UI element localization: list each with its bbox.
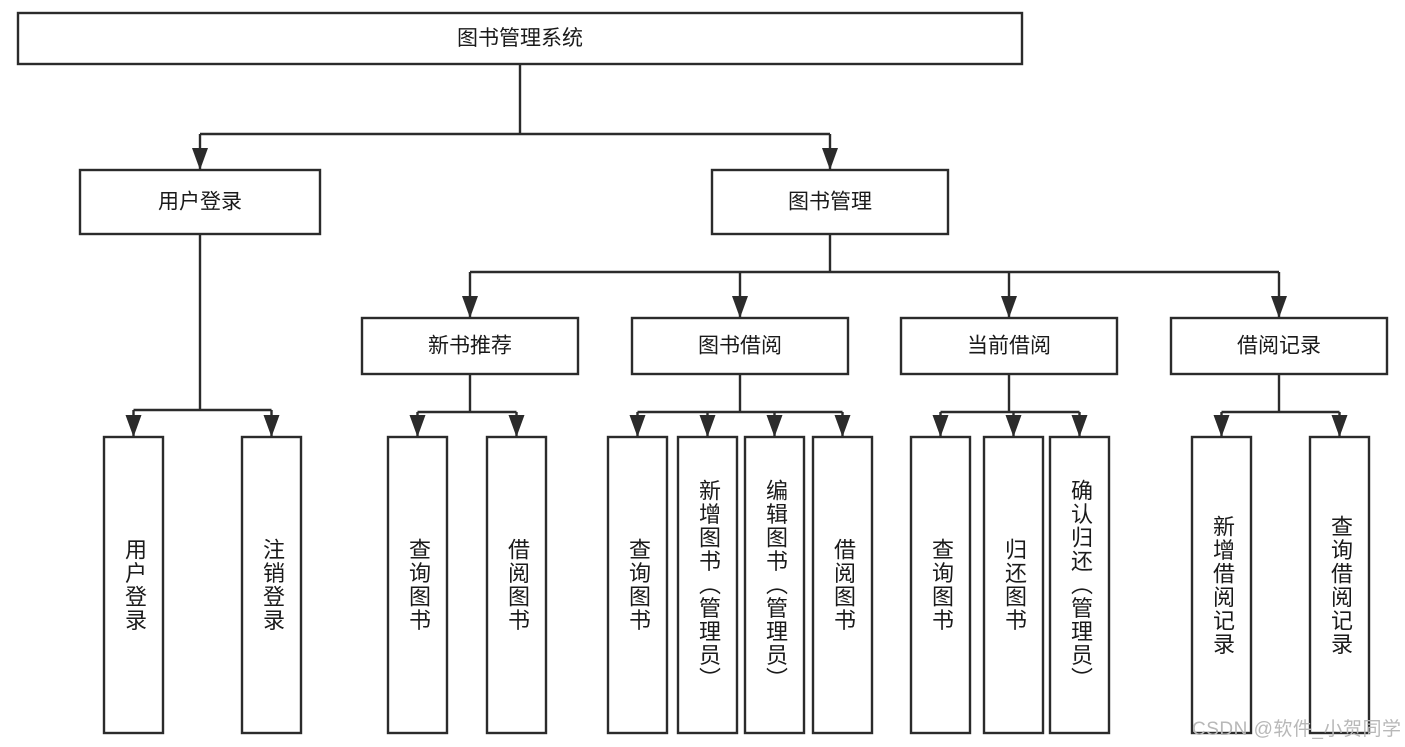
arrow-head-icon-current-borrow: [1001, 296, 1017, 318]
arrow-head-icon-leaf-confirm-return: [1071, 415, 1088, 437]
arrow-head-icon-leaf-borrow-book-recommend: [508, 415, 525, 437]
node-box-leaf-borrow-book-recommend[interactable]: [485, 435, 548, 735]
arrow-head-icon-user-login: [192, 148, 208, 170]
node-box-new-book-recommend[interactable]: [360, 316, 580, 376]
node-box-current-borrow[interactable]: [899, 316, 1119, 376]
arrow-head-icon-leaf-query-record: [1331, 415, 1348, 437]
arrow-head-icon-leaf-logout: [263, 415, 280, 437]
node-box-book-manage[interactable]: [710, 168, 950, 236]
boxes-layer: [16, 11, 1389, 735]
arrow-head-icon-leaf-edit-book: [766, 415, 783, 437]
node-box-leaf-confirm-return[interactable]: [1048, 435, 1111, 735]
arrow-head-icon-leaf-query-book-recommend: [409, 415, 426, 437]
node-box-user-login[interactable]: [78, 168, 322, 236]
arrow-head-icon-book-manage: [822, 148, 838, 170]
node-box-book-borrow[interactable]: [630, 316, 850, 376]
node-label-new-book-recommend: 新书推荐: [428, 335, 512, 358]
node-label-root: 图书管理系统: [457, 27, 583, 50]
arrow-head-icon-book-borrow: [732, 296, 748, 318]
node-box-leaf-add-book[interactable]: [676, 435, 739, 735]
arrow-head-icon-new-book-recommend: [462, 296, 478, 318]
node-box-borrow-record[interactable]: [1169, 316, 1389, 376]
node-box-leaf-logout[interactable]: [240, 435, 303, 735]
connectors-layer: [125, 64, 1348, 437]
arrow-head-icon-leaf-user-login: [125, 415, 142, 437]
node-box-leaf-add-record[interactable]: [1190, 435, 1253, 735]
node-box-leaf-return-book[interactable]: [982, 435, 1045, 735]
arrow-head-icon-leaf-query-book-borrow: [629, 415, 646, 437]
node-label-current-borrow: 当前借阅: [967, 335, 1051, 358]
node-box-leaf-query-book-recommend[interactable]: [386, 435, 449, 735]
node-label-borrow-record: 借阅记录: [1237, 335, 1321, 358]
node-label-user-login: 用户登录: [158, 191, 242, 214]
node-box-leaf-query-book-current[interactable]: [909, 435, 972, 735]
node-box-root[interactable]: [16, 11, 1024, 66]
node-box-leaf-query-book-borrow[interactable]: [606, 435, 669, 735]
node-label-book-borrow: 图书借阅: [698, 335, 782, 358]
arrow-head-icon-leaf-query-book-current: [932, 415, 949, 437]
arrow-head-icon-borrow-record: [1271, 296, 1287, 318]
arrow-head-icon-leaf-borrow-book: [834, 415, 851, 437]
csdn-watermark: CSDN @软件_小贺同学: [1192, 719, 1402, 740]
arrow-head-icon-leaf-add-record: [1213, 415, 1230, 437]
node-box-leaf-query-record[interactable]: [1308, 435, 1371, 735]
node-label-book-manage: 图书管理: [788, 191, 872, 214]
arrow-head-icon-leaf-return-book: [1005, 415, 1022, 437]
arrow-head-icon-leaf-add-book: [699, 415, 716, 437]
node-box-leaf-borrow-book[interactable]: [811, 435, 874, 735]
node-box-leaf-edit-book[interactable]: [743, 435, 806, 735]
node-box-leaf-user-login[interactable]: [102, 435, 165, 735]
